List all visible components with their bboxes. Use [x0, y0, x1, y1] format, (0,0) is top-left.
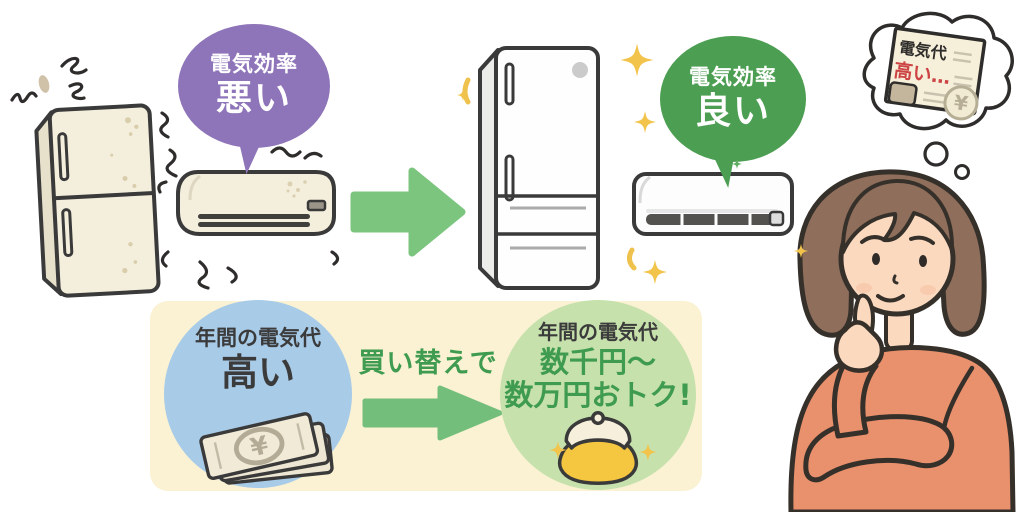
electricity-bill-icon: 電気代 高い… ¥ — [883, 26, 987, 121]
arrow-right-icon — [350, 167, 466, 257]
before-cost-label: 年間の電気代 — [195, 326, 321, 350]
woman-hand — [833, 320, 885, 373]
woman-arm-line — [941, 365, 975, 431]
before-cost-value: 高い — [221, 351, 295, 395]
woman-bangs — [840, 178, 955, 254]
thought-trail-circle — [954, 164, 970, 180]
after-cost-value-2: 数万円おトク! — [504, 377, 692, 412]
small-arrow-right-icon — [362, 385, 503, 441]
efficiency-bad-bubble: 電気効率 悪い — [178, 24, 330, 176]
efficiency-good-label: 電気効率 — [689, 65, 777, 90]
dust-mark — [38, 75, 50, 93]
thought-bubble: 電気代 高い… ¥ — [862, 11, 1014, 180]
before-cost-circle: 年間の電気代 高い ¥ — [164, 300, 352, 488]
efficiency-good-value: 良い — [694, 91, 771, 133]
new-refrigerator-icon — [478, 46, 600, 290]
yen-symbol: ¥ — [952, 90, 969, 116]
new-air-conditioner-icon — [632, 172, 794, 236]
woman-nose — [892, 274, 899, 285]
replace-label: 買い替えで — [358, 348, 498, 379]
after-cost-label: 年間の電気代 — [538, 320, 658, 344]
after-cost-value-1: 数千円〜 — [539, 345, 656, 379]
efficiency-bad-value: 悪い — [215, 78, 292, 120]
old-air-conditioner-icon — [176, 170, 336, 236]
woman-left-eye — [872, 253, 880, 265]
coin-purse-icon — [557, 410, 639, 485]
bubble-tail — [712, 153, 738, 189]
old-refrigerator-icon — [34, 103, 161, 298]
after-cost-circle: 年間の電気代 数千円〜 数万円おトク! — [500, 300, 696, 490]
thought-trail-circle — [923, 141, 949, 167]
worried-woman — [788, 169, 1016, 512]
efficiency-good-bubble: 電気効率 良い — [660, 36, 806, 189]
woman-left-eyebrow — [860, 235, 885, 244]
woman-right-eyebrow — [909, 235, 935, 245]
money-bills-icon: ¥ — [199, 411, 334, 485]
woman-mouth — [876, 294, 905, 303]
yen-badge — [943, 85, 979, 121]
efficiency-bad-label: 電気効率 — [210, 52, 298, 77]
woman-right-eye — [919, 255, 927, 267]
